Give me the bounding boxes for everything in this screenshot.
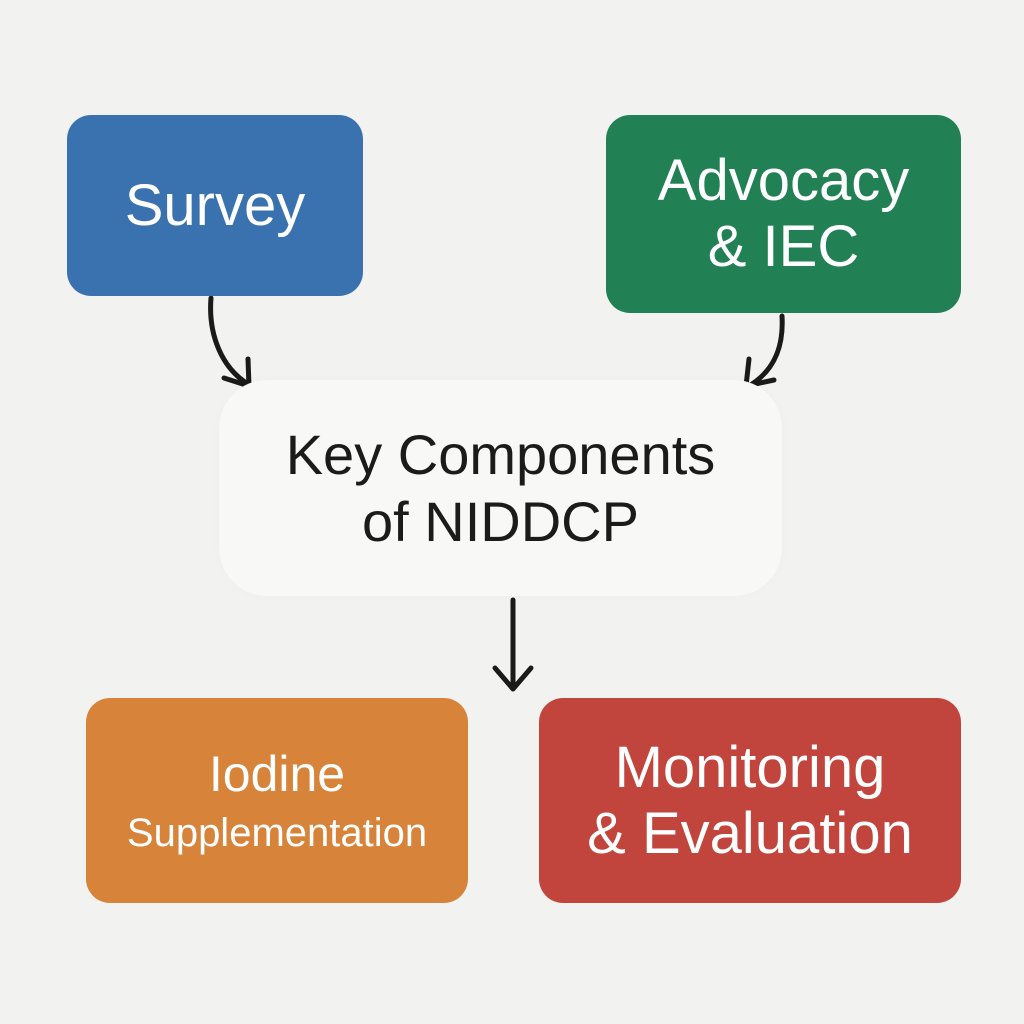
iodine-label-line-1: Iodine xyxy=(208,746,346,802)
survey-box: Survey xyxy=(67,115,363,296)
survey-to-center-arrow-shaft xyxy=(208,295,251,387)
survey-to-center-arrowhead xyxy=(221,356,252,389)
iodine-supplementation-box: Iodine Supplementation xyxy=(86,698,468,903)
center-to-bottom-arrow xyxy=(492,597,534,692)
central-topic-line-1: Key Components xyxy=(285,422,716,486)
iodine-label-line-2: Supplementation xyxy=(126,811,428,855)
monitoring-label-line-1: Monitoring xyxy=(614,734,886,800)
advocacy-to-center-arrow xyxy=(743,313,785,389)
monitoring-label-line-2: & Evaluation xyxy=(587,800,913,866)
advocacy-to-center-arrow-shaft xyxy=(746,313,785,389)
advocacy-iec-box: Advocacy & IEC xyxy=(606,115,961,313)
advocacy-label-line-2: & IEC xyxy=(707,214,860,279)
center-to-bottom-arrowhead xyxy=(492,665,534,692)
central-topic-box: Key Components of NIDDCP xyxy=(219,380,782,596)
survey-label-line-1: Survey xyxy=(124,172,306,238)
survey-to-center-arrow xyxy=(208,295,252,389)
monitoring-evaluation-box: Monitoring & Evaluation xyxy=(539,698,961,903)
advocacy-label-line-1: Advocacy xyxy=(657,148,910,214)
central-topic-line-2: of NIDDCP xyxy=(362,490,639,553)
